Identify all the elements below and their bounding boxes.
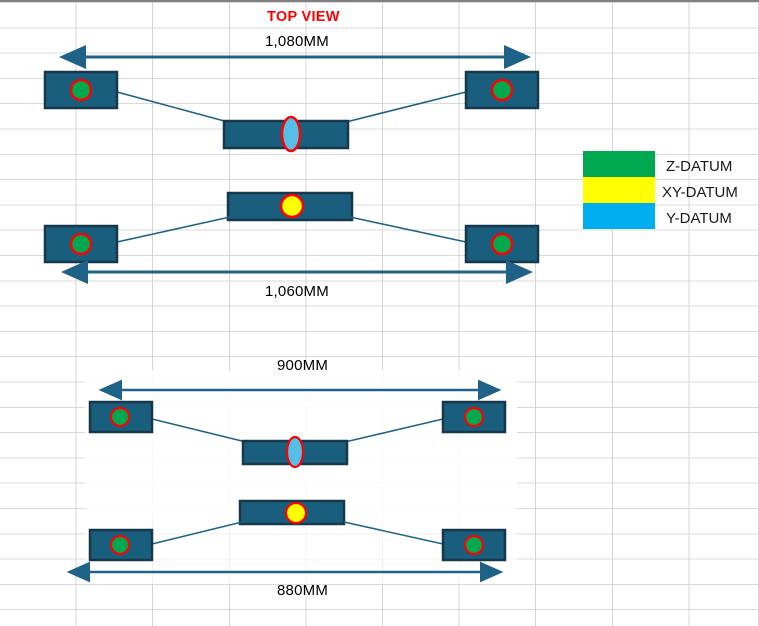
fixture-block-lower-center[interactable] xyxy=(241,435,349,469)
page-title: TOP VIEW xyxy=(267,9,340,25)
fixture-block-upper-left[interactable] xyxy=(43,70,119,110)
fixture-block-upper-left-bottom[interactable] xyxy=(43,224,119,264)
z-datum-marker xyxy=(69,78,93,102)
connector-lines-lower-bottom xyxy=(151,521,444,545)
fixture-block-upper-right-bottom[interactable] xyxy=(464,224,540,264)
fixture-block-lower-center-lower[interactable] xyxy=(238,499,346,526)
connector-lines-lower-top xyxy=(151,418,444,443)
z-datum-marker xyxy=(109,534,131,556)
legend-swatch-z-datum xyxy=(583,151,655,177)
z-datum-marker xyxy=(69,232,93,256)
xy-datum-marker xyxy=(279,193,305,219)
connector-lines-upper-bottom xyxy=(116,216,467,243)
fixture-block-lower-left[interactable] xyxy=(88,400,154,434)
z-datum-marker xyxy=(463,406,485,428)
fixture-block-lower-left-bottom[interactable] xyxy=(88,528,154,562)
z-datum-marker xyxy=(490,78,514,102)
y-datum-marker xyxy=(280,115,302,153)
z-datum-marker xyxy=(463,534,485,556)
fixture-block-lower-right[interactable] xyxy=(441,400,507,434)
fixture-block-lower-right-bottom[interactable] xyxy=(441,528,507,562)
dimension-label-upper-top: 1,080MM xyxy=(265,33,329,50)
legend-swatch-y-datum xyxy=(583,203,655,229)
dimension-label-upper-bottom: 1,060MM xyxy=(265,283,329,300)
fixture-block-upper-center-lower[interactable] xyxy=(226,191,354,222)
fixture-block-upper-center[interactable] xyxy=(222,115,350,153)
dimension-label-lower-top: 900MM xyxy=(277,357,329,374)
xy-datum-marker xyxy=(284,501,308,525)
dimension-label-lower-bottom: 880MM xyxy=(277,582,329,599)
legend-label-z-datum: Z-DATUM xyxy=(666,158,733,175)
z-datum-marker xyxy=(109,406,131,428)
fixture-block-upper-right[interactable] xyxy=(464,70,540,110)
legend-label-y-datum: Y-DATUM xyxy=(666,210,732,227)
connector-lines-upper-top xyxy=(116,91,467,123)
legend-label-xy-datum: XY-DATUM xyxy=(662,184,738,201)
z-datum-marker xyxy=(490,232,514,256)
legend-swatch-xy-datum xyxy=(583,177,655,203)
y-datum-marker xyxy=(285,435,305,469)
